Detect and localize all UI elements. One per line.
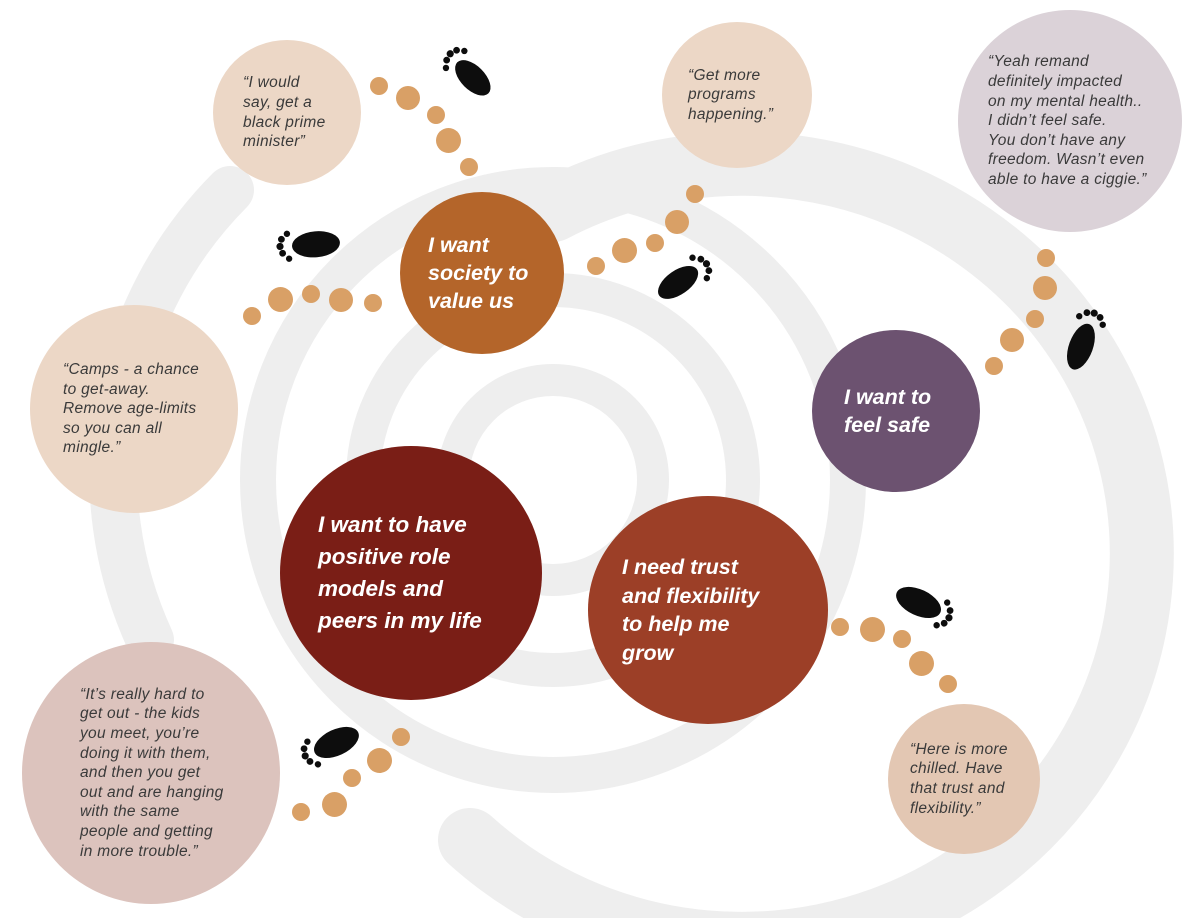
quote-remand-bubble: “Yeah remand definitely impacted on my m…: [958, 10, 1182, 232]
need-trust-bubble: I need trust and flexibility to help me …: [588, 496, 828, 724]
footprint-dot: [292, 803, 310, 821]
footprint-dot: [427, 106, 445, 124]
quote-chilled-bubble: “Here is more chilled. Have that trust a…: [888, 704, 1040, 854]
footprint-dot: [939, 675, 957, 693]
quote-camps-bubble: “Camps - a chance to get-away. Remove ag…: [30, 305, 238, 513]
footprint-dot: [268, 287, 293, 312]
footprint-dot: [612, 238, 637, 263]
need-trust-text: I need trust and flexibility to help me …: [622, 555, 760, 665]
footprint-dot: [587, 257, 605, 275]
footprint-icon: [442, 46, 491, 96]
footprint-dot: [243, 307, 261, 325]
quote-camps-text: “Camps - a chance to get-away. Remove ag…: [63, 361, 200, 457]
quote-prime-minister-text: “I would say, get a black prime minister…: [243, 74, 326, 151]
need-safe-bubble: I want to feel safe: [812, 330, 980, 492]
footprint-dot: [860, 617, 885, 642]
footprint-dot: [686, 185, 704, 203]
footprint-dot: [893, 630, 911, 648]
footprint-dot: [302, 285, 320, 303]
quote-remand-text: “Yeah remand definitely impacted on my m…: [988, 53, 1147, 188]
quote-prime-minister-bubble: “I would say, get a black prime minister…: [213, 40, 361, 185]
footprint-icon: [896, 586, 954, 629]
footprint-dot: [396, 86, 420, 110]
footprint-icon: [300, 726, 359, 768]
quote-programs-text: “Get more programs happening.”: [688, 66, 774, 123]
footprint-icon: [276, 230, 340, 262]
footprint-dot: [322, 792, 347, 817]
need-society-text: I want society to value us: [428, 233, 529, 313]
footprint-dot: [985, 357, 1003, 375]
footprint-dot: [370, 77, 388, 95]
footprint-dot: [367, 748, 392, 773]
footprint-dot: [364, 294, 382, 312]
footprint-dot: [460, 158, 478, 176]
footprint-dot: [343, 769, 361, 787]
footprint-dot: [329, 288, 353, 312]
footprint-icon: [658, 254, 713, 299]
footprint-dot: [1026, 310, 1044, 328]
need-role-models-text: I want to have positive role models and …: [318, 512, 482, 633]
footprint-dot: [436, 128, 461, 153]
footprint-dot: [1037, 249, 1055, 267]
quote-programs-bubble: “Get more programs happening.”: [662, 22, 812, 168]
footprint-dot: [1000, 328, 1024, 352]
footprint-dot: [665, 210, 689, 234]
quote-hard-to-get-out-text: “It’s really hard to get out - the kids …: [80, 685, 224, 860]
quote-chilled-text: “Here is more chilled. Have that trust a…: [910, 740, 1008, 817]
need-society-bubble: I want society to value us: [400, 192, 564, 354]
footprint-dot: [1033, 276, 1057, 300]
quote-hard-to-get-out-bubble: “It’s really hard to get out - the kids …: [22, 642, 280, 904]
footprint-dot: [831, 618, 849, 636]
need-safe-text: I want to feel safe: [844, 385, 932, 437]
footprint-dot: [392, 728, 410, 746]
footprint-dot: [646, 234, 664, 252]
footprint-dot: [909, 651, 934, 676]
footprint-icon: [1067, 309, 1106, 370]
need-role-models-bubble: I want to have positive role models and …: [280, 446, 542, 700]
